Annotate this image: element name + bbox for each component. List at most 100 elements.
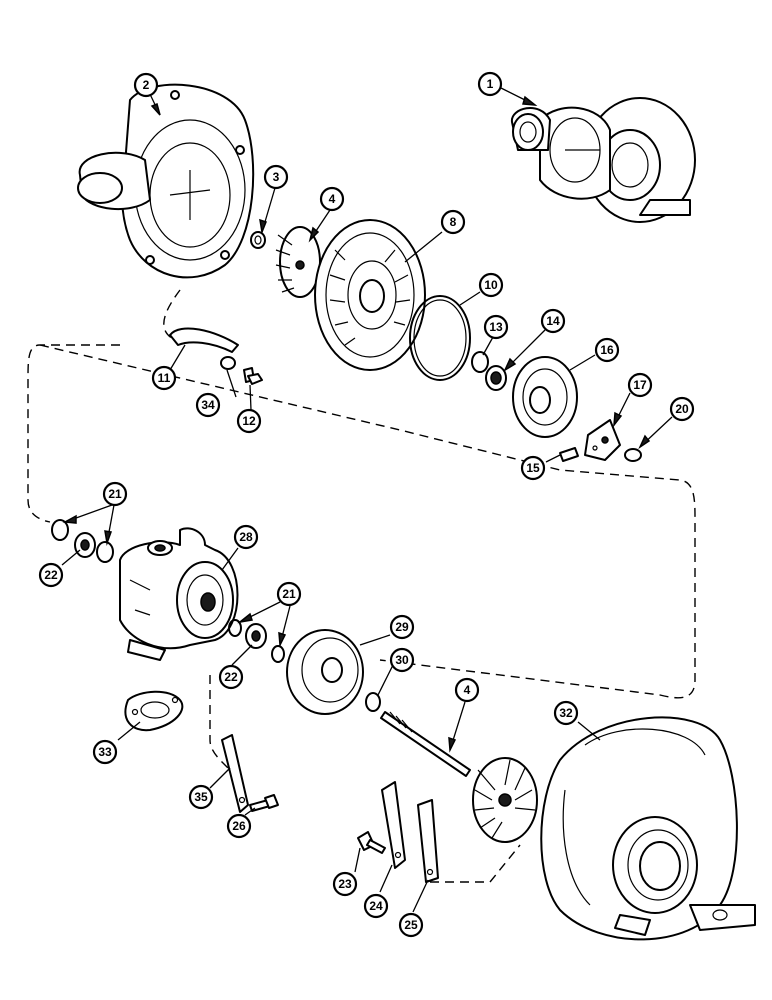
callout-26: 26 xyxy=(226,813,252,839)
callout-21-right-label: 21 xyxy=(282,587,296,601)
callout-12-label: 12 xyxy=(242,414,256,428)
piston-ring xyxy=(365,692,381,712)
clamp-plate-35 xyxy=(221,734,249,813)
snap-ring-13 xyxy=(471,351,489,373)
callout-3: 3 xyxy=(263,164,289,190)
journal-bearing-22-left xyxy=(74,532,96,558)
thrust-bearing xyxy=(584,419,621,461)
callout-35-label: 35 xyxy=(194,790,208,804)
callout-22-left-label: 22 xyxy=(44,568,58,582)
callout-33-label: 33 xyxy=(98,745,112,759)
callout-11-label: 11 xyxy=(158,371,171,385)
callout-10-label: 10 xyxy=(484,278,498,292)
callout-30-label: 30 xyxy=(395,653,409,667)
callout-25-label: 25 xyxy=(404,918,418,932)
o-ring xyxy=(409,295,471,381)
callout-21-left-label: 21 xyxy=(108,487,122,501)
callout-22-left: 22 xyxy=(38,562,64,588)
callouts: 1 2 3 4 8 10 13 14 16 11 34 12 17 20 15 … xyxy=(38,71,695,938)
bolt-12 xyxy=(243,367,263,385)
callout-16-label: 16 xyxy=(600,343,614,357)
callout-32-label: 32 xyxy=(559,706,573,720)
journal-bearing-22-right xyxy=(245,623,267,649)
gasket xyxy=(124,690,184,732)
washer-20 xyxy=(624,448,642,462)
clamp-11 xyxy=(169,327,239,353)
callout-29-label: 29 xyxy=(395,620,409,634)
callout-10: 10 xyxy=(478,272,504,298)
callout-1: 1 xyxy=(477,71,503,97)
callout-24-label: 24 xyxy=(369,899,383,913)
callout-13-label: 13 xyxy=(489,320,503,334)
dashed-path-main-diagonal xyxy=(39,344,696,699)
leader-lines xyxy=(61,87,673,913)
clamp-24-hole xyxy=(394,851,402,859)
callout-25: 25 xyxy=(398,912,424,938)
clamp-24 xyxy=(381,781,406,869)
o-ring-inner xyxy=(413,299,467,377)
callout-34-label: 34 xyxy=(201,398,215,412)
center-housing xyxy=(119,527,239,661)
clamp-plate-35-hole xyxy=(238,796,246,804)
callout-4-upper: 4 xyxy=(319,186,345,212)
thrust-plate xyxy=(512,356,578,438)
callout-2: 2 xyxy=(133,72,159,98)
callout-14-label: 14 xyxy=(546,314,560,328)
dashed-path-lower-right xyxy=(430,844,521,883)
callout-8: 8 xyxy=(440,209,466,235)
callout-21-right: 21 xyxy=(276,581,302,607)
screw-15 xyxy=(559,447,579,462)
callout-32: 32 xyxy=(553,700,579,726)
bolt-23 xyxy=(357,831,386,854)
snap-ring-21-left-b xyxy=(96,541,114,563)
nut-3 xyxy=(250,231,266,249)
callout-26-label: 26 xyxy=(232,819,246,833)
callout-22-right-label: 22 xyxy=(224,670,238,684)
snap-ring-21-left-a xyxy=(51,519,69,541)
heat-shield xyxy=(286,629,364,715)
turbine-wheel-shaft xyxy=(380,711,538,843)
turbocharger-assembly xyxy=(510,97,696,223)
dashed-path-left-loop xyxy=(27,289,181,523)
callout-2-label: 2 xyxy=(143,78,150,92)
callout-21-left: 21 xyxy=(102,481,128,507)
callout-20: 20 xyxy=(669,396,695,422)
callout-1-label: 1 xyxy=(487,77,494,91)
lock-washer-34 xyxy=(220,356,236,370)
callout-24: 24 xyxy=(363,893,389,919)
callout-30: 30 xyxy=(389,647,415,673)
callout-4-lower: 4 xyxy=(454,677,480,703)
callout-17-label: 17 xyxy=(633,378,647,392)
callout-4-lower-label: 4 xyxy=(464,683,471,697)
callout-28-label: 28 xyxy=(239,530,253,544)
callout-22-right: 22 xyxy=(218,664,244,690)
thrust-collar xyxy=(485,365,507,391)
callout-33: 33 xyxy=(92,739,118,765)
callout-13: 13 xyxy=(483,314,509,340)
dashed-path-lower-left xyxy=(209,675,241,791)
snap-ring-21-right-b xyxy=(271,645,285,663)
callout-23-label: 23 xyxy=(338,877,352,891)
callout-11: 11 xyxy=(151,365,177,391)
callout-20-label: 20 xyxy=(675,402,689,416)
callout-12: 12 xyxy=(236,408,262,434)
clamp-25 xyxy=(417,799,439,883)
snap-ring-21-right-a xyxy=(228,619,242,637)
callout-23: 23 xyxy=(332,871,358,897)
callout-29: 29 xyxy=(389,614,415,640)
callout-35: 35 xyxy=(188,784,214,810)
compressor-housing xyxy=(77,83,255,279)
callout-15-label: 15 xyxy=(526,461,540,475)
callout-34: 34 xyxy=(195,392,221,418)
callout-4-upper-label: 4 xyxy=(329,192,336,206)
callout-8-label: 8 xyxy=(450,215,457,229)
callout-28: 28 xyxy=(233,524,259,550)
clamp-25-hole xyxy=(426,868,434,876)
callout-14: 14 xyxy=(540,308,566,334)
callout-15: 15 xyxy=(520,455,546,481)
callout-16: 16 xyxy=(594,337,620,363)
callout-3-label: 3 xyxy=(273,170,280,184)
backplate xyxy=(314,219,426,371)
callout-17: 17 xyxy=(627,372,653,398)
